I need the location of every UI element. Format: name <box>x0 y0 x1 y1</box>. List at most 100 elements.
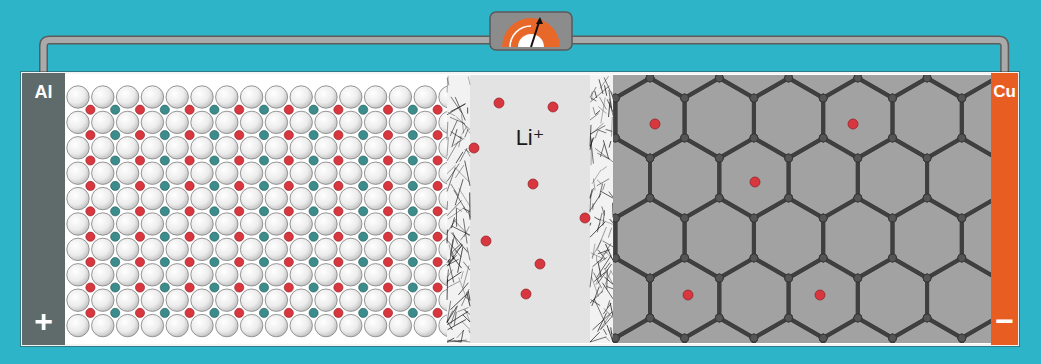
oxide-atom <box>92 137 114 159</box>
separator-fiber <box>460 233 465 240</box>
carbon-atom <box>646 314 654 322</box>
separator-fiber <box>447 168 455 192</box>
metal-ion <box>259 283 268 292</box>
oxide-atom <box>315 111 337 133</box>
carbon-atom <box>889 134 897 142</box>
lithium-ion <box>235 207 244 216</box>
oxide-atom <box>389 137 411 159</box>
carbon-atom <box>889 254 897 262</box>
ion-label: Li⁺ <box>516 127 545 149</box>
oxide-atom <box>364 162 386 184</box>
metal-ion <box>111 232 120 241</box>
metal-ion <box>111 207 120 216</box>
metal-ion <box>111 156 120 165</box>
lithium-ion <box>481 236 491 246</box>
separator-left <box>447 75 470 343</box>
oxide-atom <box>265 314 287 336</box>
metal-ion <box>259 308 268 317</box>
metal-ion <box>210 156 219 165</box>
oxide-atom <box>439 86 447 108</box>
separator-fiber <box>463 265 469 288</box>
oxide-atom <box>116 314 138 336</box>
separator-fiber <box>611 270 614 275</box>
electrode-label: Cu <box>993 83 1016 100</box>
carbon-atom <box>819 134 827 142</box>
separator-fiber <box>607 99 613 112</box>
carbon-atom <box>819 214 827 222</box>
carbon-atom <box>785 274 793 282</box>
carbon-atom <box>889 254 897 262</box>
metal-ion <box>309 207 318 216</box>
carbon-atom <box>681 94 689 102</box>
lithium-ion <box>383 308 392 317</box>
lithium-ion <box>86 308 95 317</box>
oxide-atom <box>439 213 447 235</box>
oxide-atom <box>290 289 312 311</box>
carbon-atom <box>923 154 931 162</box>
lithium-ion <box>284 207 293 216</box>
separator-fiber <box>453 243 461 251</box>
oxide-atom <box>240 238 262 260</box>
lithium-ion <box>185 131 194 140</box>
separator-fiber <box>590 86 609 102</box>
separator-fiber <box>608 228 611 238</box>
metal-ion <box>359 283 368 292</box>
lithium-ion <box>521 289 531 299</box>
separator-fiber <box>590 188 594 199</box>
lithium-ion <box>185 283 194 292</box>
oxide-atom <box>340 86 362 108</box>
carbon-atom <box>646 194 654 202</box>
carbon-atom <box>715 194 723 202</box>
carbon-atom <box>819 94 827 102</box>
separator-fiber <box>601 316 612 329</box>
oxide-atom <box>116 213 138 235</box>
oxide-atom <box>191 238 213 260</box>
carbon-atom <box>785 75 793 82</box>
graphite-bond <box>613 138 650 218</box>
carbon-atom <box>681 254 689 262</box>
metal-ion <box>259 232 268 241</box>
metal-ion <box>309 258 318 267</box>
lithium-ion <box>284 308 293 317</box>
carbon-atom <box>750 94 758 102</box>
oxide-atom <box>141 213 163 235</box>
oxide-atom <box>216 187 238 209</box>
carbon-atom <box>785 194 793 202</box>
metal-ion <box>359 258 368 267</box>
carbon-atom <box>889 134 897 142</box>
oxide-atom <box>216 213 238 235</box>
oxide-atom <box>364 137 386 159</box>
lithium-ion <box>135 131 144 140</box>
oxide-atom <box>340 213 362 235</box>
carbon-atom <box>613 94 619 102</box>
oxide-atom <box>439 162 447 184</box>
oxide-atom <box>166 86 188 108</box>
oxide-atom <box>315 314 337 336</box>
metal-ion <box>408 131 417 140</box>
carbon-atom <box>923 274 931 282</box>
lithium-ion <box>683 290 693 300</box>
oxide-atom <box>116 111 138 133</box>
oxide-atom <box>191 264 213 286</box>
oxide-atom <box>290 264 312 286</box>
carbon-atom <box>854 314 862 322</box>
carbon-atom <box>613 254 619 262</box>
metal-ion <box>210 207 219 216</box>
carbon-atom <box>819 134 827 142</box>
separator-fiber <box>595 91 597 98</box>
separator-fiber <box>467 292 470 306</box>
lithium-ion <box>135 105 144 114</box>
oxide-atom <box>265 289 287 311</box>
carbon-atom <box>646 154 654 162</box>
carbon-atom <box>854 75 862 82</box>
metal-ion <box>408 181 417 190</box>
carbon-atom <box>854 154 862 162</box>
carbon-atom <box>681 214 689 222</box>
carbon-atom <box>750 214 758 222</box>
oxide-atom <box>141 187 163 209</box>
metal-ion <box>408 232 417 241</box>
carbon-atom <box>889 214 897 222</box>
separator-fiber <box>590 332 600 342</box>
carbon-atom <box>750 214 758 222</box>
separator-fiber <box>447 104 465 115</box>
